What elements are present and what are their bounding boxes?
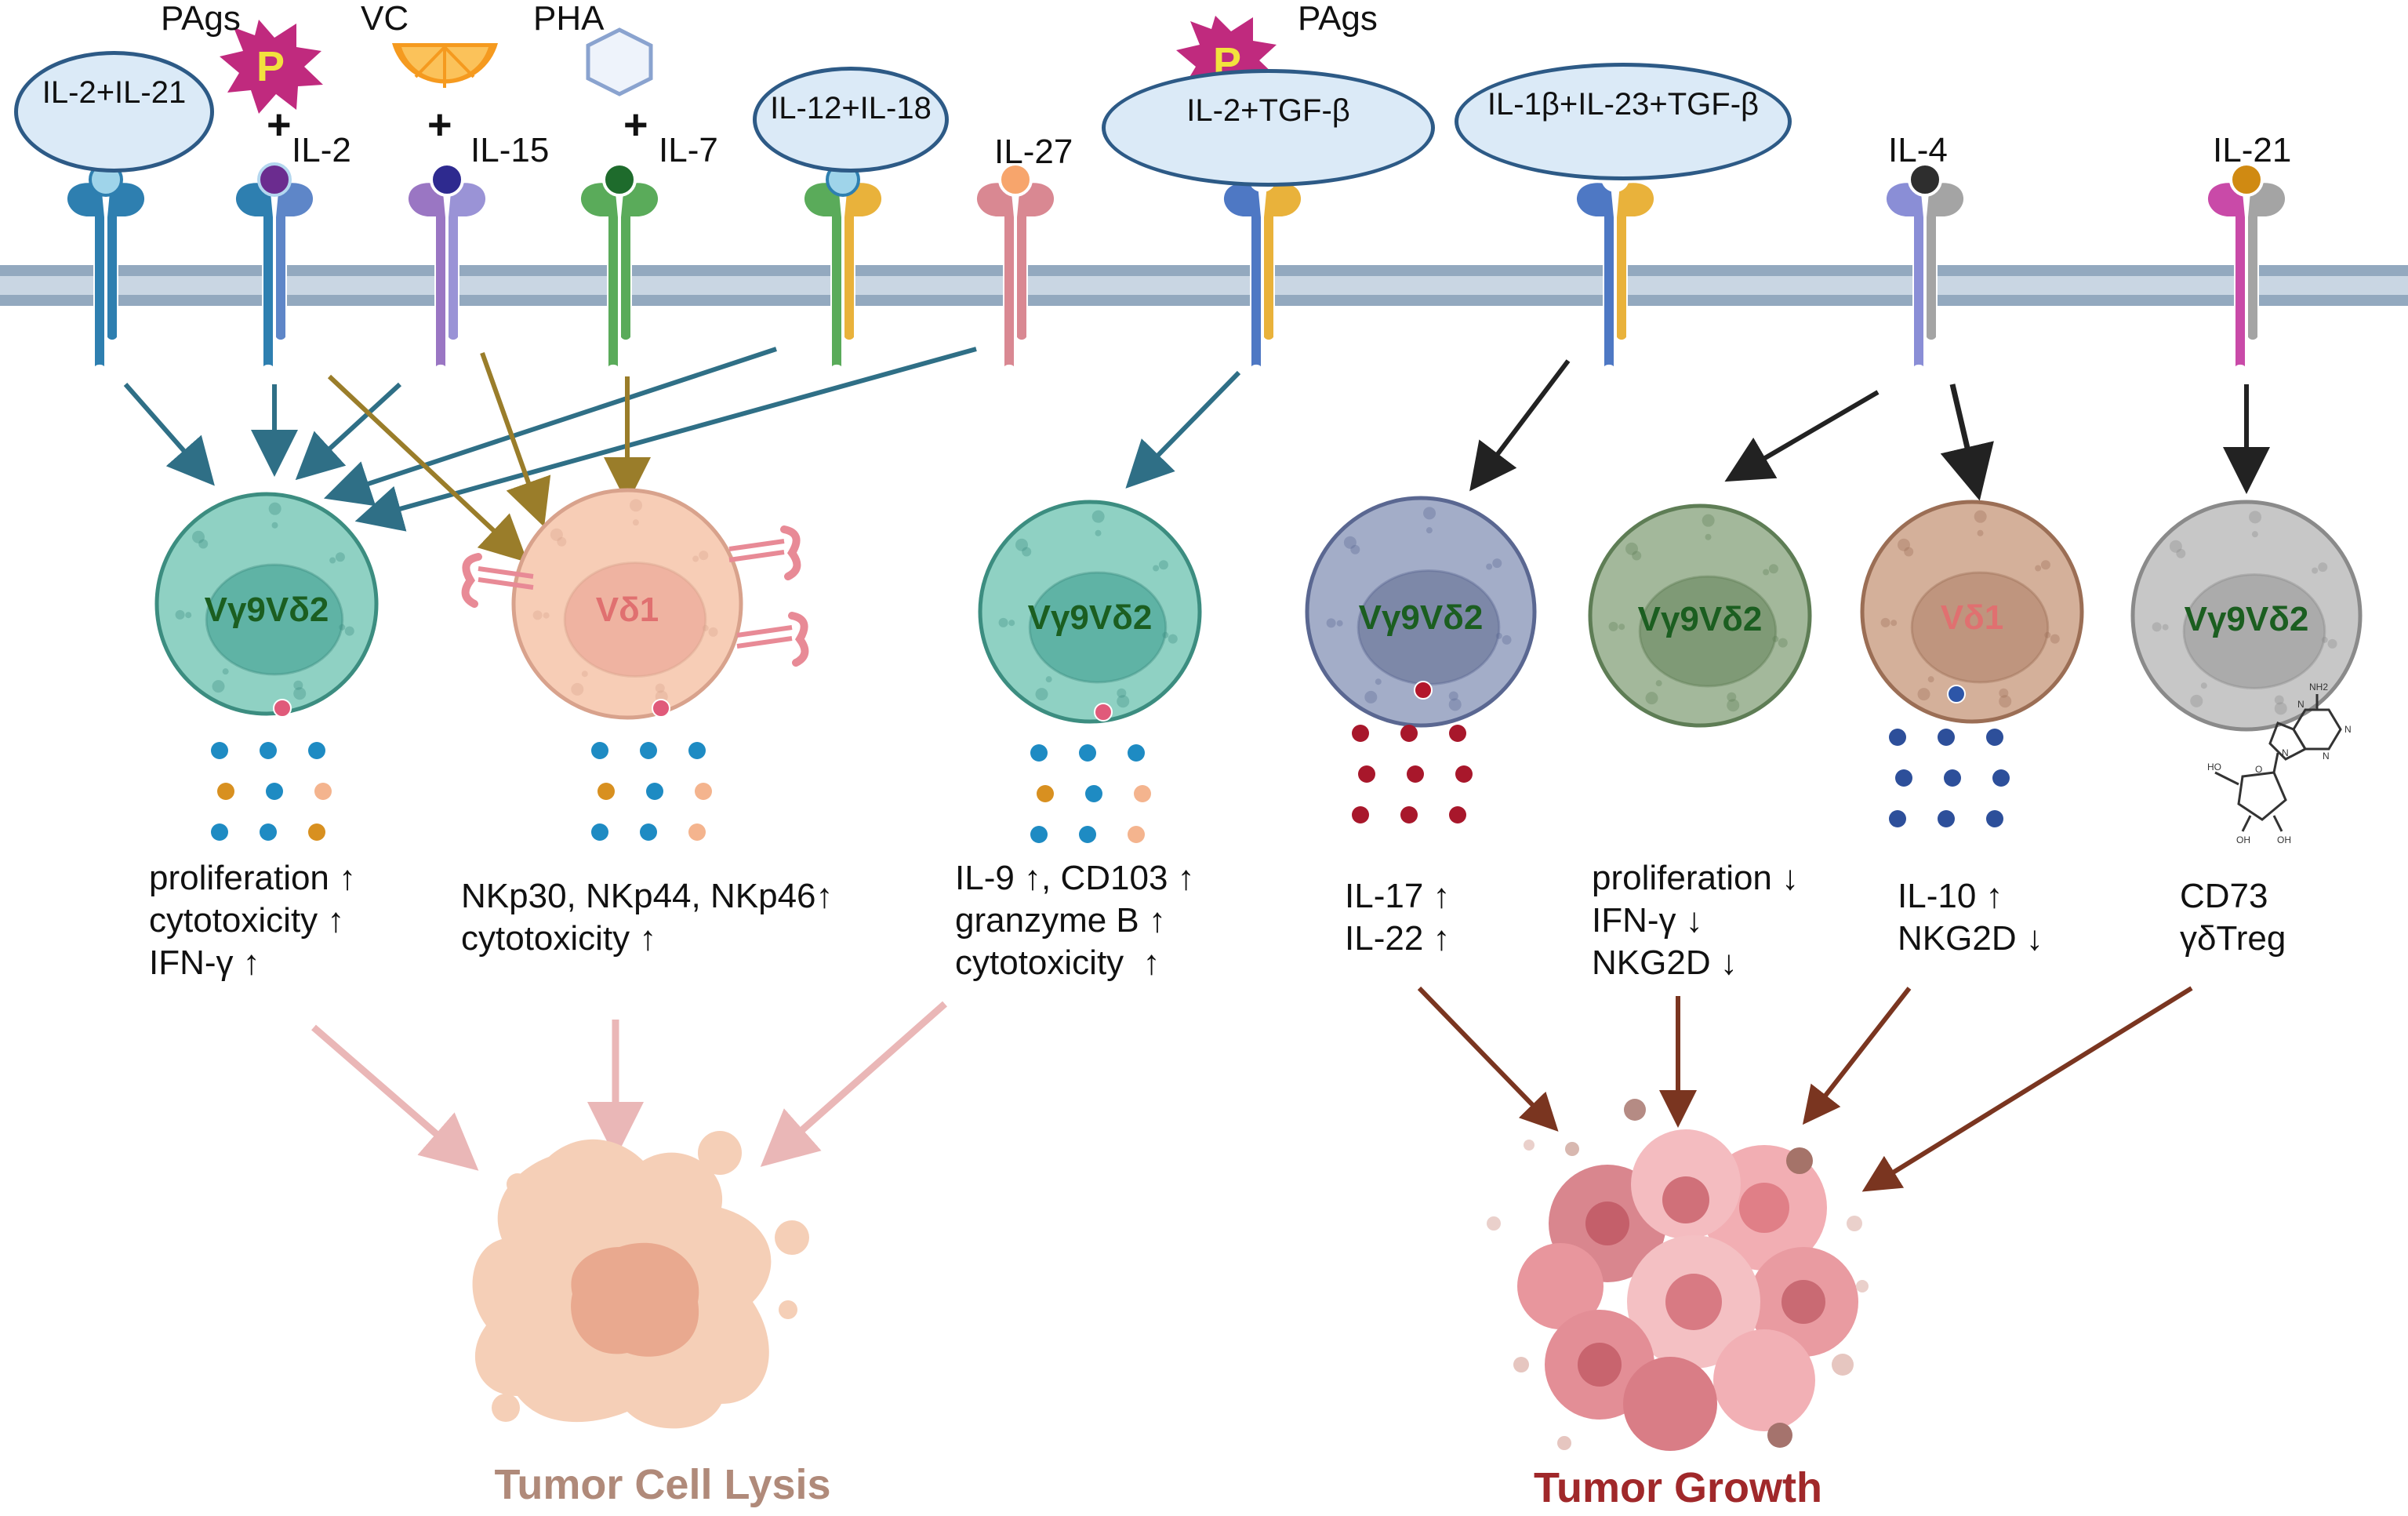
effect-text-6: IL-10 ↑ NKG2D ↓ bbox=[1898, 877, 2043, 958]
svg-text:N: N bbox=[2282, 747, 2289, 758]
vg9vd2-cell-3 bbox=[978, 500, 1202, 724]
svg-text:HO: HO bbox=[2207, 762, 2221, 773]
arrow-cell4-to-growth bbox=[1417, 986, 1559, 1132]
il7-receptor-icon bbox=[579, 162, 659, 372]
il4-label: IL-4 bbox=[1888, 131, 1948, 169]
cell-name-5: Vγ9Vδ2 bbox=[1637, 600, 1763, 638]
secreted-molecules bbox=[211, 725, 2010, 843]
il15-receptor-icon bbox=[407, 162, 487, 372]
arrow-cell3-to-lysis bbox=[760, 1001, 947, 1167]
il21-receptor-icon bbox=[2206, 162, 2286, 372]
il1b-il23-tgfb-bubble: IL-1β+IL-23+TGF-β bbox=[1455, 63, 1792, 180]
effect-text-1: proliferation ↑ cytotoxicity ↑ IFN-γ ↑ bbox=[149, 859, 357, 982]
adenosine-labels: NH2 N N N N HO OH OH O bbox=[2207, 682, 2352, 845]
arrow-cell1-to-lysis bbox=[311, 1024, 479, 1171]
il4-receptor-icon bbox=[1885, 162, 1965, 372]
il2-il21-receptor-icon bbox=[66, 162, 146, 372]
arrow-il4-to-cell5 bbox=[1724, 390, 1880, 482]
vc-label: VC bbox=[361, 0, 409, 38]
il2-tgfb-bubble: IL-2+TGF-β bbox=[1102, 69, 1435, 187]
p-badge-letter: P bbox=[256, 43, 285, 90]
tumor-lysis-cell-icon bbox=[472, 1131, 809, 1429]
arrow-il2il21-to-cell1 bbox=[123, 383, 215, 486]
pags-label-left: PAgs bbox=[161, 0, 241, 38]
vd1-cell-2 bbox=[511, 488, 743, 720]
arrow-cell6-to-growth bbox=[1802, 987, 1912, 1125]
vd1-cell-6 bbox=[1860, 500, 2084, 724]
signal-arrows bbox=[123, 347, 2270, 1192]
arrow-il12il18-to-cell1 bbox=[323, 347, 777, 507]
il27-receptor-icon bbox=[975, 162, 1055, 372]
svg-text:NH2: NH2 bbox=[2309, 682, 2328, 693]
effect-text-3: IL-9 ↑, CD103 ↑ granzyme B ↑ cytotoxicit… bbox=[955, 859, 1195, 982]
il7-label: IL-7 bbox=[659, 131, 718, 169]
cell-name-7: Vγ9Vδ2 bbox=[2184, 600, 2309, 638]
vg9vd2-cell-7 bbox=[2130, 500, 2363, 732]
vg9vd2-cell-1 bbox=[154, 492, 379, 716]
arrow-il15-to-cell1 bbox=[295, 382, 402, 481]
svg-text:O: O bbox=[2255, 764, 2262, 775]
orange-slice-icon bbox=[392, 43, 498, 88]
cell-name-4: Vγ9Vδ2 bbox=[1358, 598, 1484, 637]
arrow-il27-to-cell1 bbox=[354, 347, 977, 532]
arrow-il15-to-vd1 bbox=[480, 351, 551, 527]
il15-label: IL-15 bbox=[470, 131, 550, 169]
il2-label: IL-2 bbox=[292, 131, 351, 169]
tumor-lysis-label: Tumor Cell Lysis bbox=[494, 1461, 831, 1508]
cell-membrane bbox=[0, 265, 2408, 306]
il12-il18-bubble: IL-12+IL-18 bbox=[753, 67, 949, 173]
effect-text-2: NKp30, NKp44, NKp46↑ cytotoxicity ↑ bbox=[461, 877, 834, 958]
il21-label: IL-21 bbox=[2213, 131, 2292, 169]
effect-text-7: CD73 γδTreg bbox=[2180, 877, 2286, 958]
il2-il21-bubble: IL-2+IL-21 bbox=[14, 51, 214, 173]
svg-text:N: N bbox=[2323, 751, 2330, 762]
pha-hexagon-icon bbox=[586, 27, 653, 96]
arrow-il4-to-cell6 bbox=[1940, 384, 1994, 501]
arrow-cell7-to-growth bbox=[1861, 986, 2193, 1192]
plus-sign: + bbox=[623, 101, 648, 148]
svg-text:OH: OH bbox=[2277, 834, 2291, 845]
pha-label: PHA bbox=[533, 0, 605, 38]
cell-name-2: Vδ1 bbox=[595, 591, 659, 629]
cell-name-3: Vγ9Vδ2 bbox=[1027, 598, 1153, 637]
vg9vd2-cell-4 bbox=[1305, 496, 1537, 728]
svg-text:N: N bbox=[2344, 724, 2352, 735]
arrow-il1b-to-cell4 bbox=[1469, 359, 1571, 492]
pags-badge-icon bbox=[220, 20, 323, 114]
adenosine-molecule-icon bbox=[2214, 694, 2342, 832]
cell-name-6: Vδ1 bbox=[1940, 598, 2004, 637]
plus-sign: + bbox=[427, 101, 452, 148]
svg-text:OH: OH bbox=[2236, 834, 2250, 845]
effect-text-4: IL-17 ↑ IL-22 ↑ bbox=[1345, 877, 1451, 958]
cell-name-1: Vγ9Vδ2 bbox=[204, 591, 329, 629]
arrow-il2-to-vd1 bbox=[327, 374, 528, 563]
tumor-growth-label: Tumor Growth bbox=[1534, 1464, 1822, 1511]
arrow-il2tgfb-to-cell3 bbox=[1125, 370, 1241, 489]
vg9vd2-cell-5 bbox=[1588, 504, 1812, 728]
tumor-growth-cluster-icon bbox=[1487, 1099, 1869, 1451]
nk-receptor-icons bbox=[461, 525, 809, 667]
effect-text-5: proliferation ↓ IFN-γ ↓ NKG2D ↓ bbox=[1592, 859, 1800, 982]
il2-receptor-icon bbox=[234, 162, 314, 372]
svg-text:N: N bbox=[2297, 699, 2304, 710]
il27-label: IL-27 bbox=[994, 133, 1073, 171]
plus-sign: + bbox=[267, 101, 292, 148]
pags-label-right: PAgs bbox=[1298, 0, 1378, 38]
